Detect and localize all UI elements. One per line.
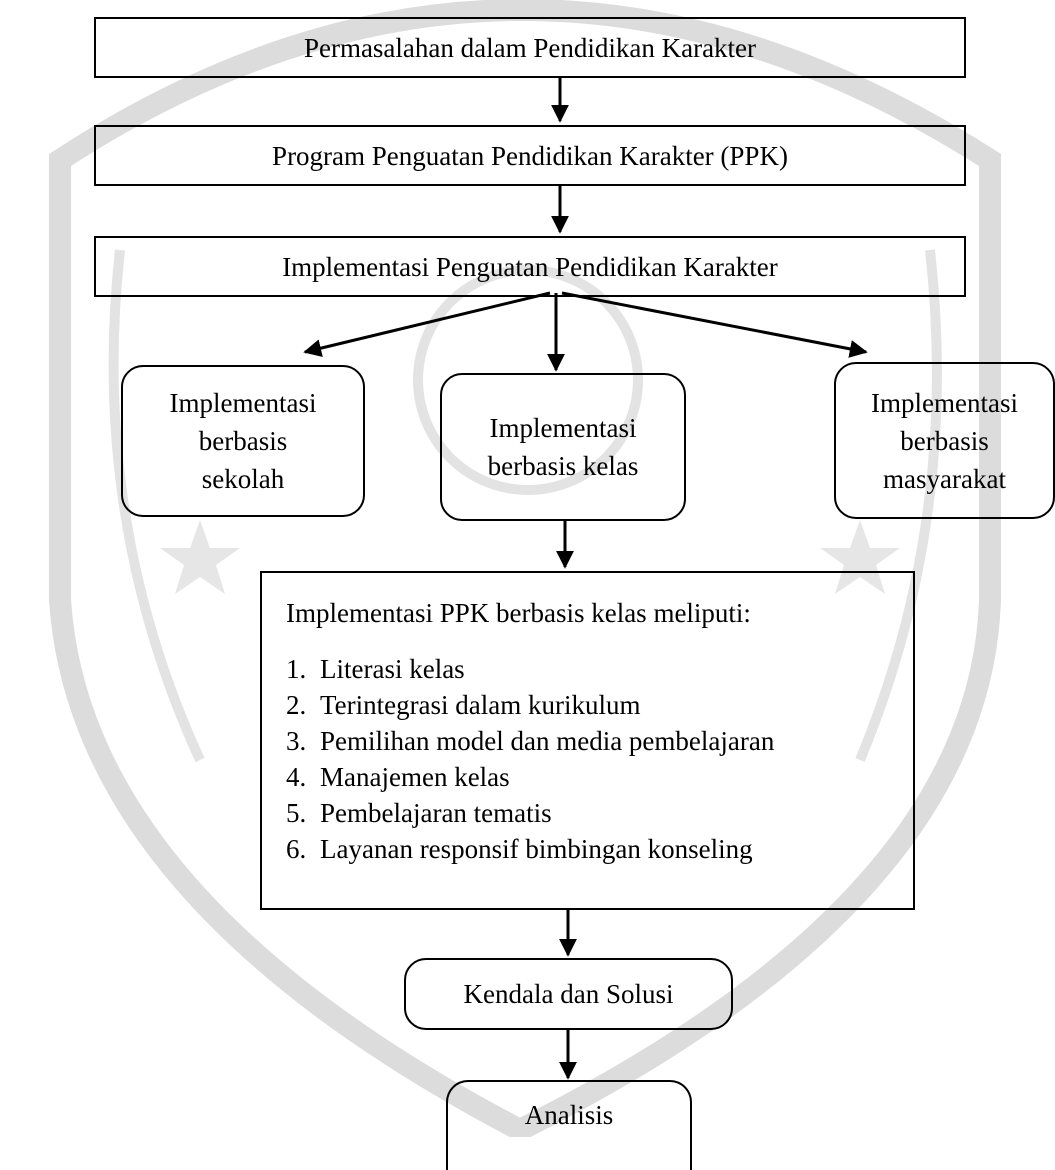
box-analysis: Analisis [446, 1080, 692, 1170]
box-community-based-label: Implementasi berbasis masyarakat [871, 387, 1018, 494]
connector-arrows [303, 78, 868, 1080]
list-item-number: 3. [286, 726, 307, 756]
list-item: 1. Literasi kelas [286, 651, 913, 687]
watermark-seal [49, 0, 1001, 1137]
box-obstacles-solutions: Kendala dan Solusi [404, 958, 733, 1030]
list-item: 3. Pemilihan model dan media pembelajaran [286, 723, 913, 759]
box-program-label: Program Penguatan Pendidikan Karakter (P… [272, 140, 788, 171]
box-obstacles-solutions-label: Kendala dan Solusi [463, 979, 674, 1009]
box-analysis-label: Analisis [524, 1100, 614, 1130]
box-class-based: Implementasi berbasis kelas [440, 373, 686, 521]
class-activities-list: 1. Literasi kelas 2. Terintegrasi dalam ku… [286, 651, 913, 867]
box-class-based-label: Implementasi berbasis kelas [487, 413, 639, 481]
box-school-based: Implementasi berbasis sekolah [121, 365, 365, 517]
list-item-number: 1. [286, 654, 307, 684]
list-item: 6. Layanan responsif bimbingan konseling [286, 831, 913, 867]
box-problem-label: Permasalahan dalam Pendidikan Karakter [303, 32, 757, 63]
arrow-impl-to-school [303, 291, 551, 357]
box-class-activities: Implementasi PPK berbasis kelas meliputi… [260, 571, 915, 910]
list-item-text: Pembelajaran tematis [320, 798, 552, 828]
list-item-text: Manajemen kelas [320, 762, 510, 792]
list-item-text: Literasi kelas [320, 654, 465, 684]
box-implementation: Implementasi Penguatan Pendidikan Karakt… [94, 236, 966, 297]
box-program: Program Penguatan Pendidikan Karakter (P… [94, 125, 966, 186]
list-item: 4. Manajemen kelas [286, 759, 913, 795]
list-item: 2. Terintegrasi dalam kurikulum [286, 687, 913, 723]
class-activities-heading: Implementasi PPK berbasis kelas meliputi… [286, 598, 751, 628]
arrow-impl-to-community [561, 291, 868, 358]
list-item-text: Pemilihan model dan media pembelajaran [320, 726, 775, 756]
box-problem: Permasalahan dalam Pendidikan Karakter [94, 17, 966, 78]
list-item-text: Terintegrasi dalam kurikulum [320, 690, 641, 720]
list-item-text: Layanan responsif bimbingan konseling [320, 834, 753, 864]
box-community-based: Implementasi berbasis masyarakat [834, 362, 1055, 519]
list-item-number: 2. [286, 690, 307, 720]
list-item-number: 5. [286, 798, 307, 828]
list-item: 5. Pembelajaran tematis [286, 795, 913, 831]
list-item-number: 6. [286, 834, 307, 864]
box-implementation-label: Implementasi Penguatan Pendidikan Karakt… [282, 251, 778, 282]
box-school-based-label: Implementasi berbasis sekolah [169, 388, 317, 494]
list-item-number: 4. [286, 762, 307, 792]
